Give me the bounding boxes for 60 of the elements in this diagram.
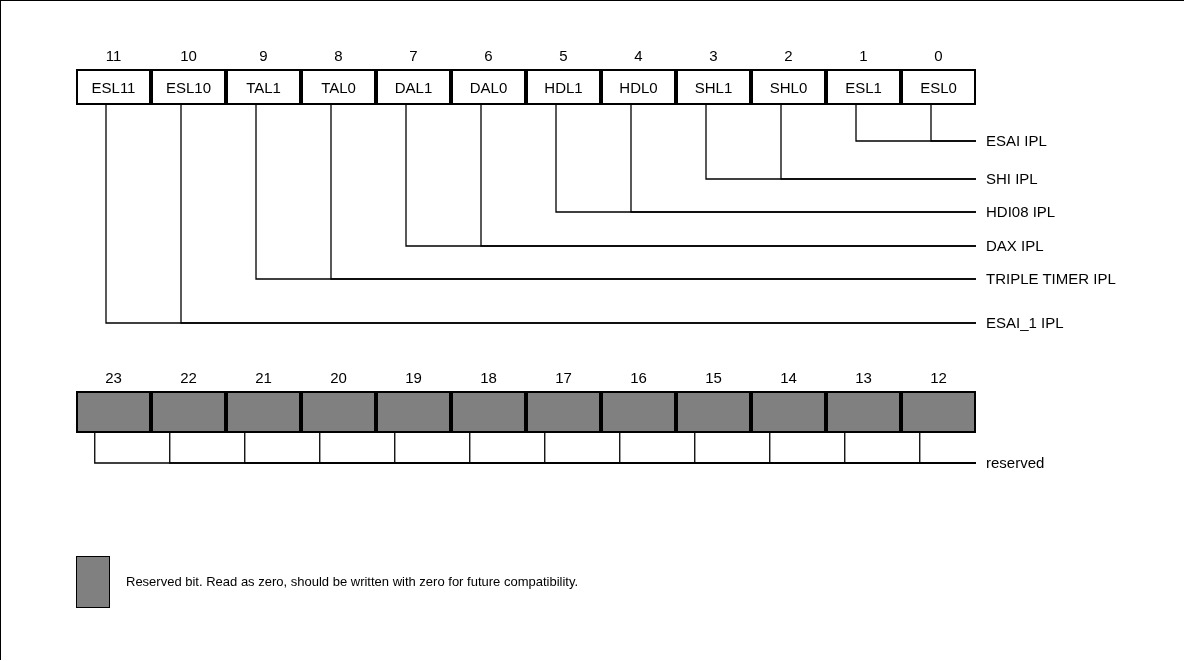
bit-number: 11 [104, 47, 123, 64]
bit-number: 20 [329, 369, 348, 386]
bit-number: 16 [629, 369, 648, 386]
reserved-bit-cell [376, 391, 451, 433]
leader-line [780, 104, 977, 180]
bit-field-cell: ESL10 [151, 69, 226, 105]
reserved-bit-cell [901, 391, 976, 433]
leader-line [919, 432, 977, 464]
bit-number: 12 [929, 369, 948, 386]
bit-number: 0 [933, 47, 944, 64]
field-label: SHI IPL [986, 170, 1038, 187]
bit-number: 18 [479, 369, 498, 386]
bit-field-cell: ESL1 [826, 69, 901, 105]
bit-number: 21 [254, 369, 273, 386]
bit-number: 5 [558, 47, 569, 64]
bit-number: 22 [179, 369, 198, 386]
field-label: ESAI IPL [986, 132, 1047, 149]
bit-field-cell: HDL1 [526, 69, 601, 105]
reserved-bit-cell [826, 391, 901, 433]
bit-field-cell: ESL0 [901, 69, 976, 105]
leader-line [930, 104, 977, 142]
reserved-bit-cell [751, 391, 826, 433]
reserved-bit-cell [451, 391, 526, 433]
bit-number: 4 [633, 47, 644, 64]
bit-field-cell: SHL0 [751, 69, 826, 105]
field-label: reserved [986, 454, 1045, 471]
field-label: ESAI_1 IPL [986, 314, 1064, 331]
bit-number: 14 [779, 369, 798, 386]
leader-line [630, 104, 977, 213]
field-label: TRIPLE TIMER IPL [986, 270, 1116, 287]
bit-field-cell: HDL0 [601, 69, 676, 105]
bit-number: 23 [104, 369, 123, 386]
reserved-bit-cell [226, 391, 301, 433]
reserved-bit-cell [676, 391, 751, 433]
bit-number: 17 [554, 369, 573, 386]
bit-number: 6 [483, 47, 494, 64]
bit-number: 2 [783, 47, 794, 64]
bit-field-cell: DAL1 [376, 69, 451, 105]
bit-number: 8 [333, 47, 344, 64]
bit-number: 3 [708, 47, 719, 64]
bit-number: 1 [858, 47, 869, 64]
bit-number: 9 [258, 47, 269, 64]
field-label: HDI08 IPL [986, 203, 1056, 220]
bit-field-cell: ESL11 [76, 69, 151, 105]
bit-number: 13 [854, 369, 873, 386]
bit-number: 7 [408, 47, 419, 64]
bit-field-cell: DAL0 [451, 69, 526, 105]
reserved-bit-cell [526, 391, 601, 433]
bit-field-cell: SHL1 [676, 69, 751, 105]
reserved-bit-cell [151, 391, 226, 433]
reserved-bit-cell [76, 391, 151, 433]
legend-text: Reserved bit. Read as zero, should be written with zero for future compatibility. [126, 574, 579, 589]
bit-number: 10 [179, 47, 198, 64]
bit-field-cell: TAL0 [301, 69, 376, 105]
reserved-bit-cell [301, 391, 376, 433]
bit-field-cell: TAL1 [226, 69, 301, 105]
bit-number: 19 [404, 369, 423, 386]
field-label: DAX IPL [986, 237, 1044, 254]
bit-number: 15 [704, 369, 723, 386]
reserved-bit-cell [601, 391, 676, 433]
